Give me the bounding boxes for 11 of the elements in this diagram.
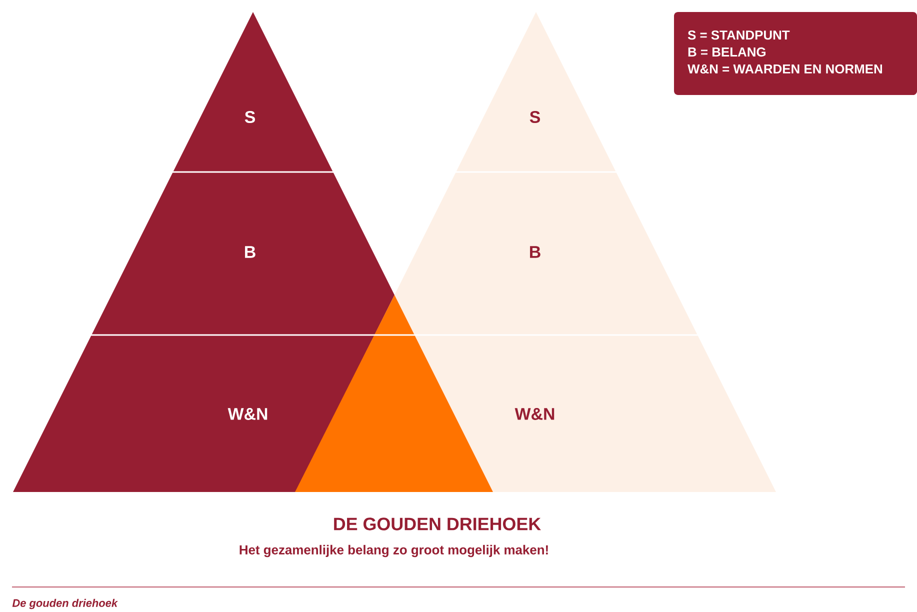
- pyramid-layer: S: [456, 12, 616, 172]
- pyramid-layer: B: [394, 172, 698, 335]
- legend-box: S = STANDPUNT B = BELANG W&N = WAARDEN EN NORMEN: [674, 12, 917, 95]
- title: DE GOUDEN DRIEHOEK: [334, 518, 541, 530]
- footer-text: De gouden driehoek: [12, 598, 118, 610]
- pyramid-layer: B: [92, 172, 394, 335]
- subtitle: Het gezamenlijke belang zo groot mogelijk maken!: [240, 544, 548, 558]
- pyramid-layer: W&N: [13, 335, 374, 492]
- pyramid-layer: W&N: [414, 335, 776, 492]
- overlap-triangle: [295, 295, 493, 492]
- pyramid-layer: S: [173, 12, 333, 172]
